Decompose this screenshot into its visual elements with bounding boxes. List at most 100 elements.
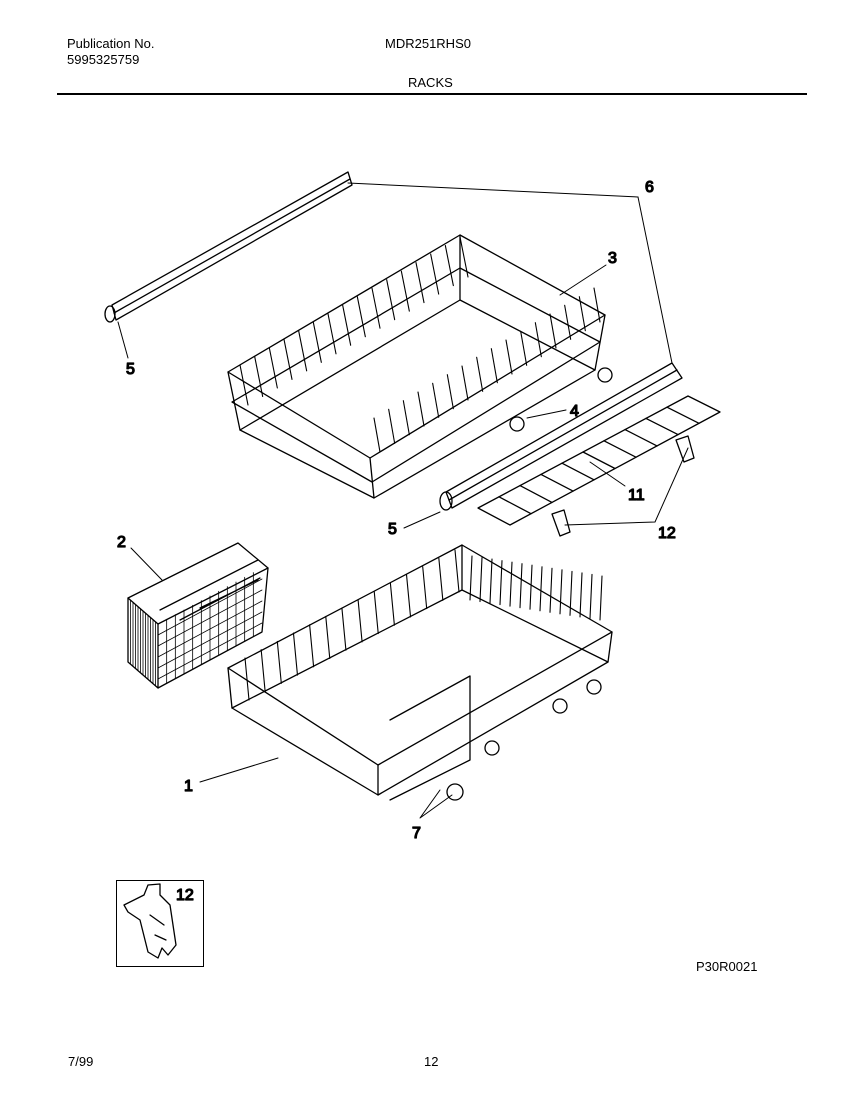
wire: [564, 304, 572, 340]
leader-lines: [117, 182, 689, 819]
wire: [157, 589, 263, 647]
inset-callout-12: 12: [176, 887, 194, 904]
callout-11: 11: [628, 487, 645, 504]
wire: [373, 417, 381, 453]
section-title: RACKS: [408, 75, 453, 90]
inset-clip-drawing: [123, 883, 177, 959]
wire: [539, 566, 543, 612]
wire: [309, 624, 315, 668]
wire: [579, 572, 583, 618]
wire: [509, 561, 513, 607]
inset-box: [116, 880, 204, 967]
wire: [599, 575, 603, 621]
wire: [519, 563, 523, 609]
wire: [561, 462, 595, 481]
wire: [157, 611, 263, 669]
upper-left-rack-rail: [104, 171, 353, 323]
wire: [540, 473, 574, 492]
model-number: MDR251RHS0: [385, 36, 471, 51]
wire: [405, 574, 412, 618]
publication-number: 5995325759: [67, 52, 140, 67]
wire: [432, 382, 440, 418]
wire: [283, 338, 293, 380]
wire: [341, 607, 347, 651]
wire: [459, 236, 469, 278]
wire: [529, 564, 533, 610]
wire: [624, 428, 658, 447]
wire: [157, 600, 263, 658]
wire: [666, 406, 700, 424]
wire: [505, 339, 513, 375]
wire: [357, 599, 363, 643]
wire: [454, 549, 460, 593]
wire: [157, 622, 263, 680]
wire: [356, 296, 366, 338]
cup-shelf: [477, 395, 721, 526]
wire: [593, 287, 601, 323]
wire: [244, 657, 250, 701]
wire: [549, 567, 553, 613]
wire: [292, 632, 299, 676]
wire: [479, 556, 483, 603]
wire: [157, 578, 263, 636]
wire: [446, 374, 454, 410]
silverware-basket: [127, 542, 269, 689]
wire: [534, 322, 542, 358]
wire: [327, 313, 337, 355]
wire: [371, 287, 381, 329]
drawing-code: P30R0021: [696, 959, 758, 974]
wire: [402, 400, 410, 436]
shelf-clip: [551, 435, 695, 537]
wire: [298, 330, 308, 372]
wire: [417, 391, 425, 427]
wire: [268, 347, 278, 389]
header-rule: [57, 93, 807, 95]
wire: [373, 590, 379, 635]
wire: [569, 570, 573, 616]
callout-3: 3: [608, 250, 617, 267]
wire: [578, 296, 586, 332]
lower-rack: [227, 544, 613, 801]
wire: [490, 348, 498, 384]
callout-1: 1: [184, 778, 193, 795]
wire: [430, 253, 440, 295]
footer-date: 7/99: [68, 1054, 94, 1069]
wire: [312, 321, 322, 363]
wire: [444, 244, 454, 287]
wire: [582, 451, 616, 470]
callout-7: 7: [412, 825, 421, 842]
wire: [389, 582, 395, 626]
wire: [386, 279, 396, 321]
callout-5-upper: 5: [126, 361, 135, 378]
wire: [520, 330, 528, 366]
page-number: 12: [424, 1054, 439, 1069]
upper-rack: [227, 234, 613, 499]
wire: [438, 557, 444, 601]
wire: [489, 558, 493, 604]
wire: [415, 262, 425, 304]
publication-label: Publication No.: [67, 36, 155, 51]
callout-12: 12: [658, 525, 676, 542]
wire: [498, 496, 532, 515]
wire: [469, 555, 473, 601]
callout-4: 4: [570, 403, 579, 420]
wire: [260, 649, 266, 693]
wire: [549, 313, 557, 349]
wire: [388, 408, 396, 444]
callout-5-lower: 5: [388, 521, 397, 538]
wire: [476, 356, 484, 392]
wire: [589, 573, 593, 620]
wire: [559, 569, 563, 615]
wire: [325, 615, 331, 660]
wire: [499, 560, 503, 606]
wire: [645, 417, 679, 436]
callout-2: 2: [117, 534, 126, 551]
wire: [400, 270, 410, 312]
wire: [276, 640, 282, 684]
upper-right-rack-rail: [439, 362, 683, 511]
wire: [603, 440, 637, 458]
wire: [342, 304, 352, 346]
wire: [519, 484, 553, 504]
wire: [461, 365, 469, 401]
